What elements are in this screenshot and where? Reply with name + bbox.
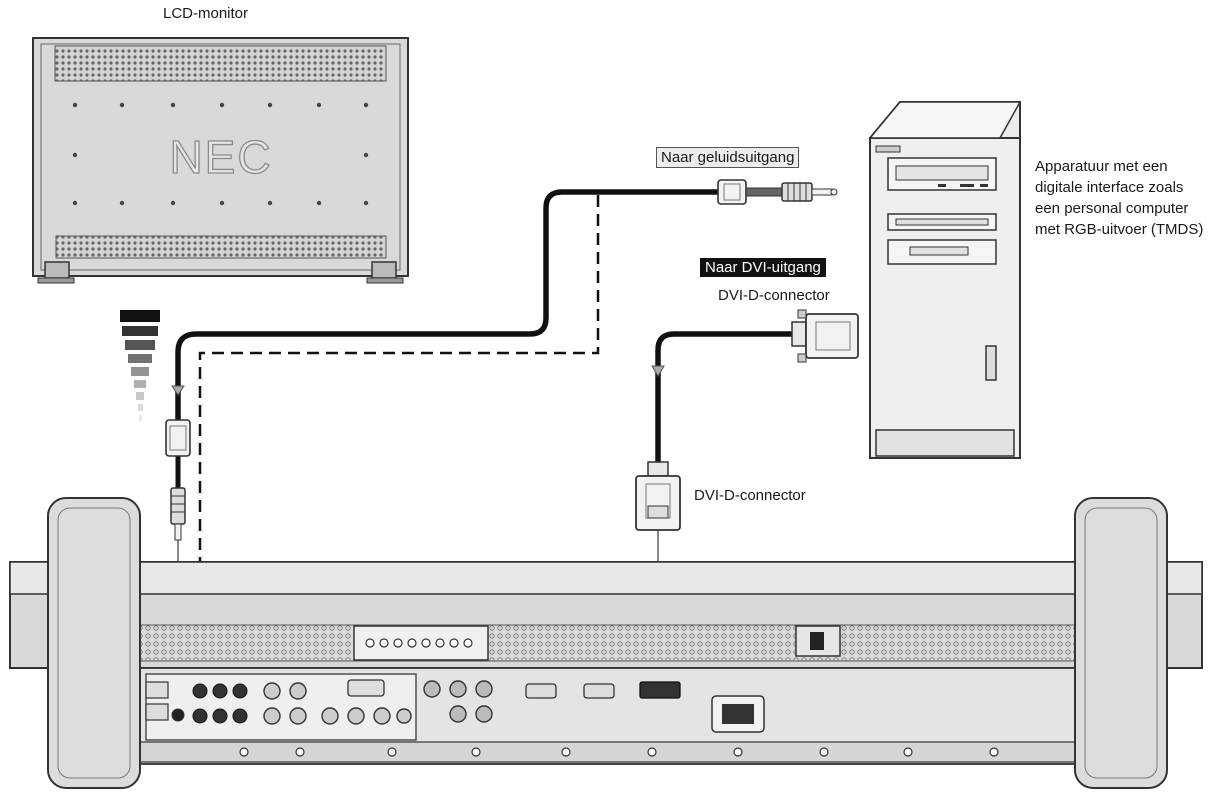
ferrite-core-audio-pc	[717, 179, 747, 205]
lcd-monitor-back	[32, 37, 409, 284]
stand-right	[1074, 497, 1168, 789]
svg-text:NEC: NEC	[169, 131, 272, 183]
dvi-d-input-port	[639, 681, 681, 699]
audio-output-label: Naar geluidsuitgang	[656, 147, 800, 168]
equipment-description: Apparatuur met een digitale interface zo…	[1035, 158, 1204, 238]
audio-mini-plug-pc	[745, 182, 838, 202]
dvi-d-connector-label-monitor: DVI-D-connector	[694, 487, 806, 504]
dvi-d-connector-monitor	[635, 461, 681, 531]
dvi-d-connector-pc	[791, 309, 859, 363]
ferrite-core-audio-monitor	[165, 419, 191, 457]
pc-tower	[868, 101, 1022, 459]
audio-mini-plug-monitor	[170, 487, 186, 541]
arrow-down-icon	[171, 385, 185, 396]
monitor-rear-panel	[9, 497, 1203, 789]
dvi-d-connector-label-pc: DVI-D-connector	[718, 287, 830, 304]
zoom-indicator	[120, 310, 160, 421]
stand-left	[47, 497, 141, 789]
arrow-down-icon	[651, 365, 665, 377]
nec-logo: NEC	[169, 130, 272, 183]
alternate-audio-route	[198, 195, 600, 690]
dvi-output-label: Naar DVI-uitgang	[700, 258, 826, 277]
lcd-monitor-label: LCD-monitor	[163, 5, 249, 22]
